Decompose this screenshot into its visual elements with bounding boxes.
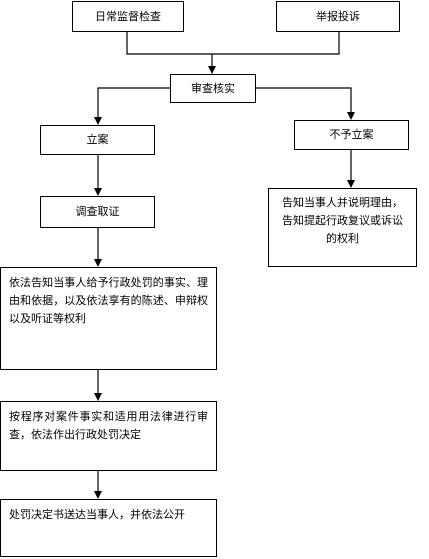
node-review-verify: 审查核实 [170,74,256,103]
node-daily-supervision-label: 日常监督检查 [95,9,161,23]
node-no-file-case: 不予立案 [294,120,409,150]
node-report-complaint: 举报投诉 [276,1,400,32]
node-notify-rights-label: 告知当事人并说明理由，告知提起行政复议或诉讼的权利 [282,196,403,245]
node-investigate: 调查取证 [40,196,155,228]
edge-report-to-review [212,32,340,55]
node-deliver-decision-label: 处罚决定书送达当事人，并依法公开 [9,508,185,521]
node-notify-rights: 告知当事人并说明理由，告知提起行政复议或诉讼的权利 [268,188,417,267]
arrowhead-investigate [94,188,102,196]
edge-review-to-no-file-case [255,87,352,113]
node-daily-supervision: 日常监督检查 [72,1,184,32]
node-review-decide: 按程序对案件事实和适用用法律进行审查，依法作出行政处罚决定 [0,401,217,471]
arrowhead-review [208,66,216,74]
node-deliver-decision: 处罚决定书送达当事人，并依法公开 [0,499,217,557]
node-investigate-label: 调查取证 [75,205,120,218]
edge-review-to-file-case [97,87,170,118]
arrowhead-deliver [94,491,102,499]
node-file-case-label: 立案 [86,133,109,146]
node-no-file-case-label: 不予立案 [329,128,374,141]
node-notify-penalty-label: 依法告知当事人给予行政处罚的事实、理由和依据，以及依法享有的陈述、申辩权以及听证… [9,276,208,325]
arrowhead-notify-penalty [94,259,102,267]
node-file-case: 立案 [40,125,155,155]
arrowhead-notify-rights [347,180,355,188]
arrowhead-no-file-case [347,112,355,120]
node-review-decide-label: 按程序对案件事实和适用用法律进行审查，依法作出行政处罚决定 [9,410,208,441]
arrowhead-review-decide [94,393,102,401]
node-notify-penalty: 依法告知当事人给予行政处罚的事实、理由和依据，以及依法享有的陈述、申辩权以及听证… [0,267,217,370]
edge-daily-supervision-to-review [126,32,212,55]
arrowhead-file-case [94,117,102,125]
node-report-complaint-label: 举报投诉 [316,9,360,23]
node-review-verify-label: 审查核实 [191,81,235,95]
